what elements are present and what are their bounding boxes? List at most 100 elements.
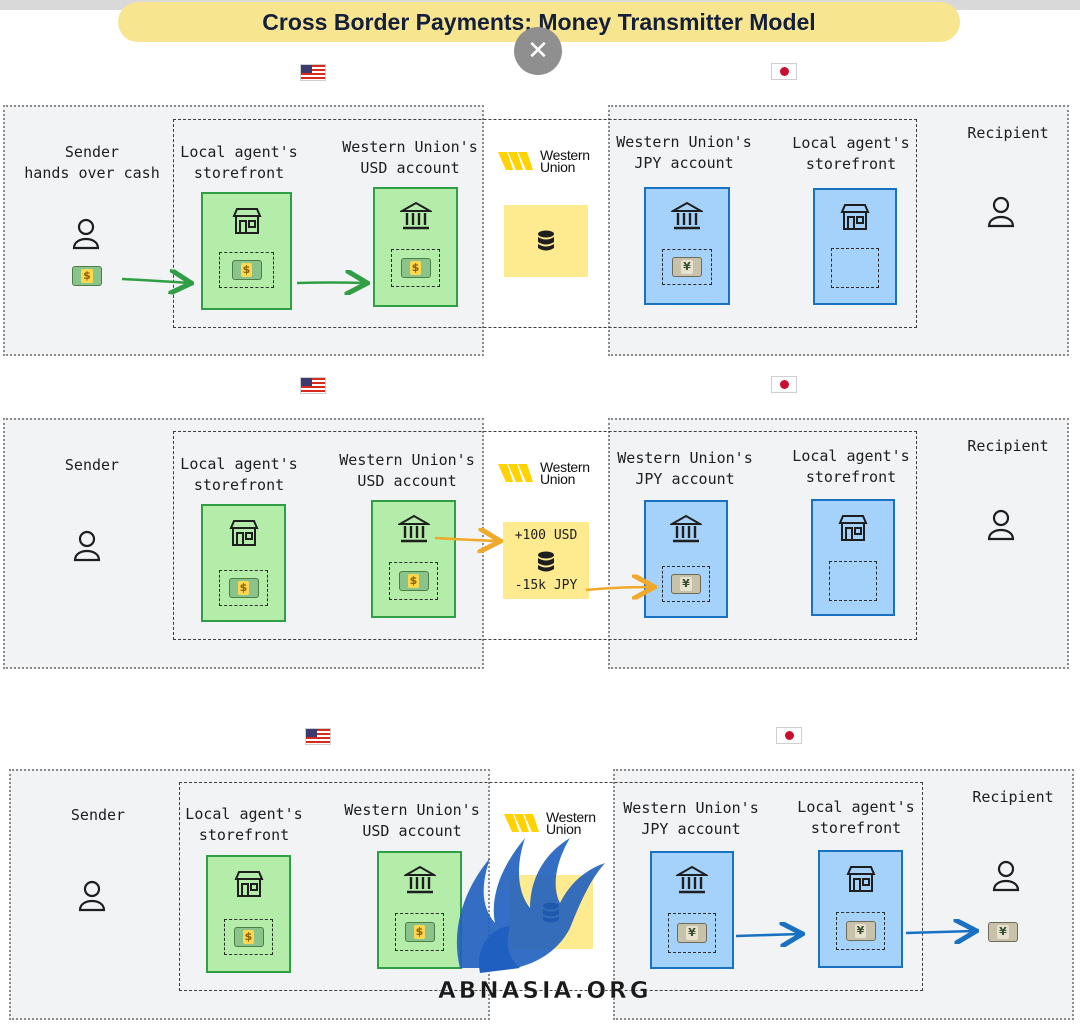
western-union-icon bbox=[504, 814, 539, 832]
ledger-credit: +100 USD bbox=[514, 528, 578, 543]
usd-bill-icon: $ bbox=[398, 571, 429, 591]
database-icon bbox=[538, 551, 554, 572]
usd-bill-icon: $ bbox=[231, 260, 262, 280]
western-union-boundary bbox=[173, 431, 917, 640]
bank-icon bbox=[399, 201, 432, 230]
jpy-bill-icon: ¥ bbox=[677, 923, 707, 943]
us-flag-icon bbox=[305, 728, 331, 745]
bank-icon bbox=[403, 865, 436, 894]
wu-line1: Western bbox=[546, 809, 596, 825]
storefront-icon bbox=[233, 871, 264, 897]
usd-bill-icon: $ bbox=[404, 922, 435, 942]
cash-slot: ¥ bbox=[662, 566, 710, 602]
storefront-icon bbox=[228, 520, 259, 546]
agent-us-card: $ bbox=[201, 504, 286, 622]
wu-usd-card: $ bbox=[371, 500, 456, 618]
western-union-icon bbox=[498, 464, 533, 482]
usd-bill-icon: $ bbox=[400, 258, 431, 278]
wu-usd-label: Western Union's USD account bbox=[344, 801, 480, 840]
sender-person-icon bbox=[73, 530, 101, 562]
cash-slot: ¥ bbox=[836, 912, 885, 950]
wu-usd-card: $ bbox=[373, 187, 458, 307]
cash-slot: $ bbox=[219, 252, 274, 288]
bank-icon bbox=[670, 514, 702, 543]
cash-slot: $ bbox=[224, 919, 273, 955]
wu-jpy-label: Western Union's JPY account bbox=[617, 449, 753, 488]
agent-jp-card bbox=[813, 188, 897, 305]
wu-line2: Union bbox=[540, 159, 576, 175]
usd-bill-icon: $ bbox=[233, 927, 264, 947]
wu-usd-card: $ bbox=[377, 851, 462, 969]
cash-slot: $ bbox=[219, 570, 268, 606]
storefront-icon bbox=[231, 208, 262, 234]
jpy-bill-icon: ¥ bbox=[845, 921, 876, 941]
wu-line2: Union bbox=[540, 471, 576, 487]
arrow-jpy-to-agent bbox=[735, 934, 800, 936]
wu-line2: Union bbox=[546, 821, 582, 837]
database-icon bbox=[538, 230, 554, 251]
japan-flag-icon bbox=[771, 63, 797, 80]
wu-jpy-label: Western Union's JPY account bbox=[616, 133, 752, 172]
agent-us-label: Local agent's storefront bbox=[180, 455, 298, 494]
wu-jpy-card: ¥ bbox=[644, 187, 730, 305]
wu-usd-label: Western Union's USD account bbox=[339, 451, 475, 490]
cash-slot: ¥ bbox=[662, 249, 712, 285]
wu-ledger bbox=[504, 205, 588, 277]
close-button[interactable]: ✕ bbox=[514, 27, 562, 75]
recipient-person-icon bbox=[987, 196, 1015, 228]
agent-us-label: Local agent's storefront bbox=[180, 143, 298, 182]
wu-jpy-label: Western Union's JPY account bbox=[623, 799, 759, 838]
sender-person-icon bbox=[78, 880, 106, 912]
agent-us-card: $ bbox=[206, 855, 291, 973]
western-union-icon bbox=[498, 152, 533, 170]
arrow-ledger-to-jpy bbox=[585, 587, 652, 590]
recipient-person-icon bbox=[987, 509, 1015, 541]
cash-slot: ¥ bbox=[668, 913, 716, 953]
ledger-debit: -15k JPY bbox=[514, 578, 578, 593]
recipient-label: Recipient bbox=[967, 437, 1049, 455]
arrow-agent-to-recipient bbox=[905, 931, 974, 933]
recipient-person-icon bbox=[992, 860, 1020, 892]
cash-slot: $ bbox=[395, 913, 444, 951]
bank-icon bbox=[397, 514, 430, 543]
jpy-bill-icon: ¥ bbox=[671, 574, 701, 594]
agent-us-card: $ bbox=[201, 192, 292, 310]
western-union-boundary bbox=[179, 782, 923, 991]
cash-bill-icon: $ bbox=[72, 266, 102, 286]
agent-jp-label: Local agent's storefront bbox=[792, 134, 910, 173]
arrow-cash-to-agent bbox=[121, 279, 189, 283]
wu-line1: Western bbox=[540, 459, 590, 475]
agent-jp-label: Local agent's storefront bbox=[797, 798, 915, 837]
wu-jpy-card: ¥ bbox=[644, 500, 728, 618]
agent-jp-card bbox=[811, 499, 895, 616]
arrow-usd-to-ledger bbox=[434, 538, 498, 541]
sender-person-icon bbox=[72, 218, 100, 250]
us-flag-icon bbox=[300, 64, 326, 81]
agent-us-label: Local agent's storefront bbox=[185, 805, 303, 844]
jpy-bill-icon: ¥ bbox=[672, 257, 702, 277]
arrow-agent-to-wu-usd bbox=[296, 283, 365, 284]
wu-jpy-card: ¥ bbox=[650, 851, 734, 969]
received-cash-icon: ¥ bbox=[988, 922, 1018, 942]
usd-bill-icon: $ bbox=[228, 578, 259, 598]
watermark-text: ABNASIA.ORG bbox=[438, 978, 652, 1005]
cash-slot: $ bbox=[389, 562, 438, 600]
sender-label: Sender bbox=[64, 456, 120, 474]
japan-flag-icon bbox=[771, 376, 797, 393]
watermark-griffin-logo bbox=[456, 838, 605, 973]
recipient-label: Recipient bbox=[967, 124, 1049, 142]
storefront-icon bbox=[845, 866, 876, 892]
storefront-icon bbox=[840, 204, 870, 230]
bank-icon bbox=[676, 865, 708, 894]
sender-label: Sender bbox=[70, 806, 126, 824]
cash-slot bbox=[829, 561, 877, 601]
bank-icon bbox=[671, 201, 703, 230]
cash-slot: $ bbox=[391, 249, 440, 287]
agent-jp-label: Local agent's storefront bbox=[792, 447, 910, 486]
cash-slot bbox=[831, 248, 879, 288]
japan-flag-icon bbox=[776, 727, 802, 744]
